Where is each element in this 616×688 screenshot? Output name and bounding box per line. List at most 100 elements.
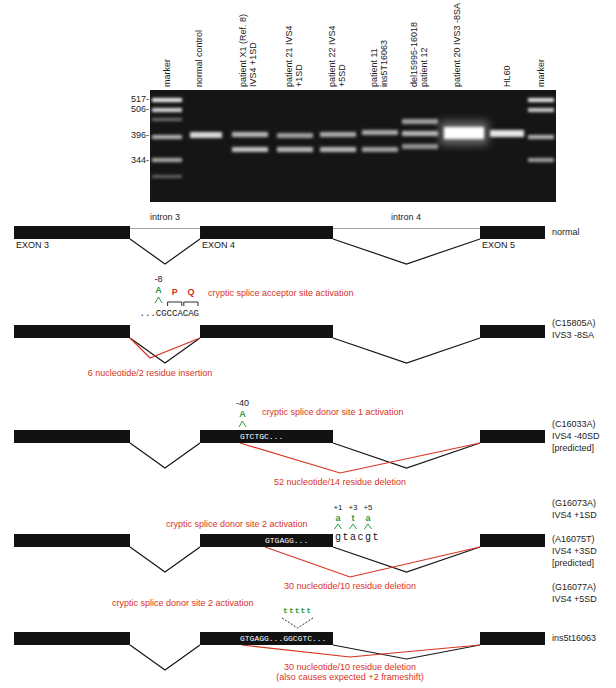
inserted-bases: ttttt [283, 606, 312, 615]
gel-bands [152, 98, 554, 178]
codon-bracket [168, 302, 182, 306]
position-number: +1 [333, 503, 342, 512]
exon-box [480, 430, 545, 443]
exon-box [14, 534, 130, 547]
gel-band [490, 130, 524, 137]
amino-acid: P [172, 287, 178, 297]
annotation: cryptic splice donor site 1 activation [262, 407, 404, 417]
variant-label: (A16075T) [552, 534, 595, 544]
variant-label: IVS3 -8SA [552, 330, 594, 340]
insertion-wedge [282, 618, 313, 628]
variant-label: IVS4 +1SD [552, 510, 597, 520]
gel-band [402, 131, 438, 136]
mutant-base: A [155, 285, 162, 295]
splice-line [130, 645, 200, 670]
gel-band [528, 135, 554, 139]
variant-label: ins5t16063 [552, 633, 596, 643]
splice-line [130, 443, 200, 468]
exon-box [480, 534, 545, 547]
gel-band [277, 147, 313, 152]
aberrant-splice-line [130, 338, 200, 358]
caret [335, 524, 342, 529]
lane-label: marker [162, 1, 172, 87]
variant-label: (C16033A) [552, 419, 596, 429]
gel-band [152, 158, 182, 162]
size-marker: 517- [131, 94, 149, 104]
splice-line [130, 338, 200, 363]
exon-box [14, 632, 130, 645]
variant-label: [predicted] [552, 558, 594, 568]
lane-label: patient 22 IVS4 +5SD [327, 1, 347, 87]
exon-box: EXON 3 [14, 226, 130, 239]
gel-band [152, 175, 182, 178]
lane-label: del15995-16018 patient 12 [409, 1, 429, 87]
gel-band [528, 158, 554, 162]
splice-line [333, 443, 480, 468]
gel-band [320, 147, 356, 152]
position-number: +5 [363, 503, 372, 512]
variant-label: [predicted] [552, 443, 594, 453]
intron-sequence: gtacgt [335, 532, 380, 544]
gel-band [152, 135, 182, 139]
intron-line [130, 228, 200, 229]
variant-label: IVS4 +5SD [552, 594, 597, 604]
exon-box [14, 325, 130, 338]
exon-box: EXON 4 [200, 226, 333, 239]
mutant-base: t [352, 513, 355, 523]
gel-band [232, 132, 268, 137]
mutant-base: a [335, 513, 340, 523]
gel-band [320, 132, 356, 137]
gel-band [152, 108, 182, 112]
lane-label: patient 11 ins5T16063 [369, 1, 389, 87]
splice-line [333, 338, 480, 363]
aberrant-splice-line [240, 443, 480, 473]
position-number: -40 [236, 398, 249, 408]
variant-label: (G16077A) [552, 582, 596, 592]
aberrant-splice-line [242, 645, 480, 657]
splice-change-label: 52 nucleotide/14 residue deletion [273, 477, 407, 487]
exon-label: EXON 4 [202, 240, 235, 250]
intron-sequence: ...CGCCACAG [140, 309, 199, 320]
annotation: cryptic splice donor site 2 activation [166, 519, 308, 529]
gel-band [402, 144, 438, 149]
exon-label: EXON 5 [482, 240, 515, 250]
exon-label: EXON 3 [16, 240, 49, 250]
lane-label: patient 21 IVS4 +1SD [284, 1, 304, 87]
exon-box [480, 325, 545, 338]
intron-label: intron 4 [391, 212, 421, 222]
exon-sequence: GTGAGG...GGCGTC... [240, 633, 326, 644]
caret [155, 297, 162, 303]
position-number: -8 [154, 274, 162, 284]
variant-label: normal [552, 227, 580, 237]
lane-label: patient X1 (Ref. 8) IVS4 +1SD [238, 1, 258, 87]
annotation: cryptic splice donor site 2 activation [112, 598, 254, 608]
mutant-base: A [239, 409, 246, 419]
caret [239, 421, 246, 427]
gel-band [402, 119, 438, 124]
caret [365, 524, 372, 529]
exon-sequence: GTGAGG... [265, 535, 308, 546]
variant-label: IVS4 -40SD [552, 431, 600, 441]
exon-box [14, 430, 130, 443]
lane-label: marker [536, 1, 546, 87]
size-marker: 506- [131, 104, 149, 114]
gel-band [152, 98, 182, 102]
gel-band [152, 118, 182, 121]
splice-line [130, 547, 200, 572]
codon-bracket [184, 302, 198, 306]
size-marker: 344- [131, 155, 149, 165]
intron-line [333, 228, 480, 229]
exon-box: GTGAGG... [200, 534, 333, 547]
lane-label: patient 20 IVS3 -8SA [452, 1, 462, 87]
gel-band [362, 147, 398, 152]
intron-label: intron 3 [150, 212, 180, 222]
gel-image [150, 90, 556, 202]
gel-band [528, 108, 554, 112]
splice-line [333, 547, 480, 572]
gel-glow [440, 121, 488, 145]
codon-brackets [168, 302, 313, 628]
caret [350, 524, 357, 529]
exon-box: EXON 5 [480, 226, 545, 239]
variant-label: IVS4 +3SD [552, 546, 597, 556]
